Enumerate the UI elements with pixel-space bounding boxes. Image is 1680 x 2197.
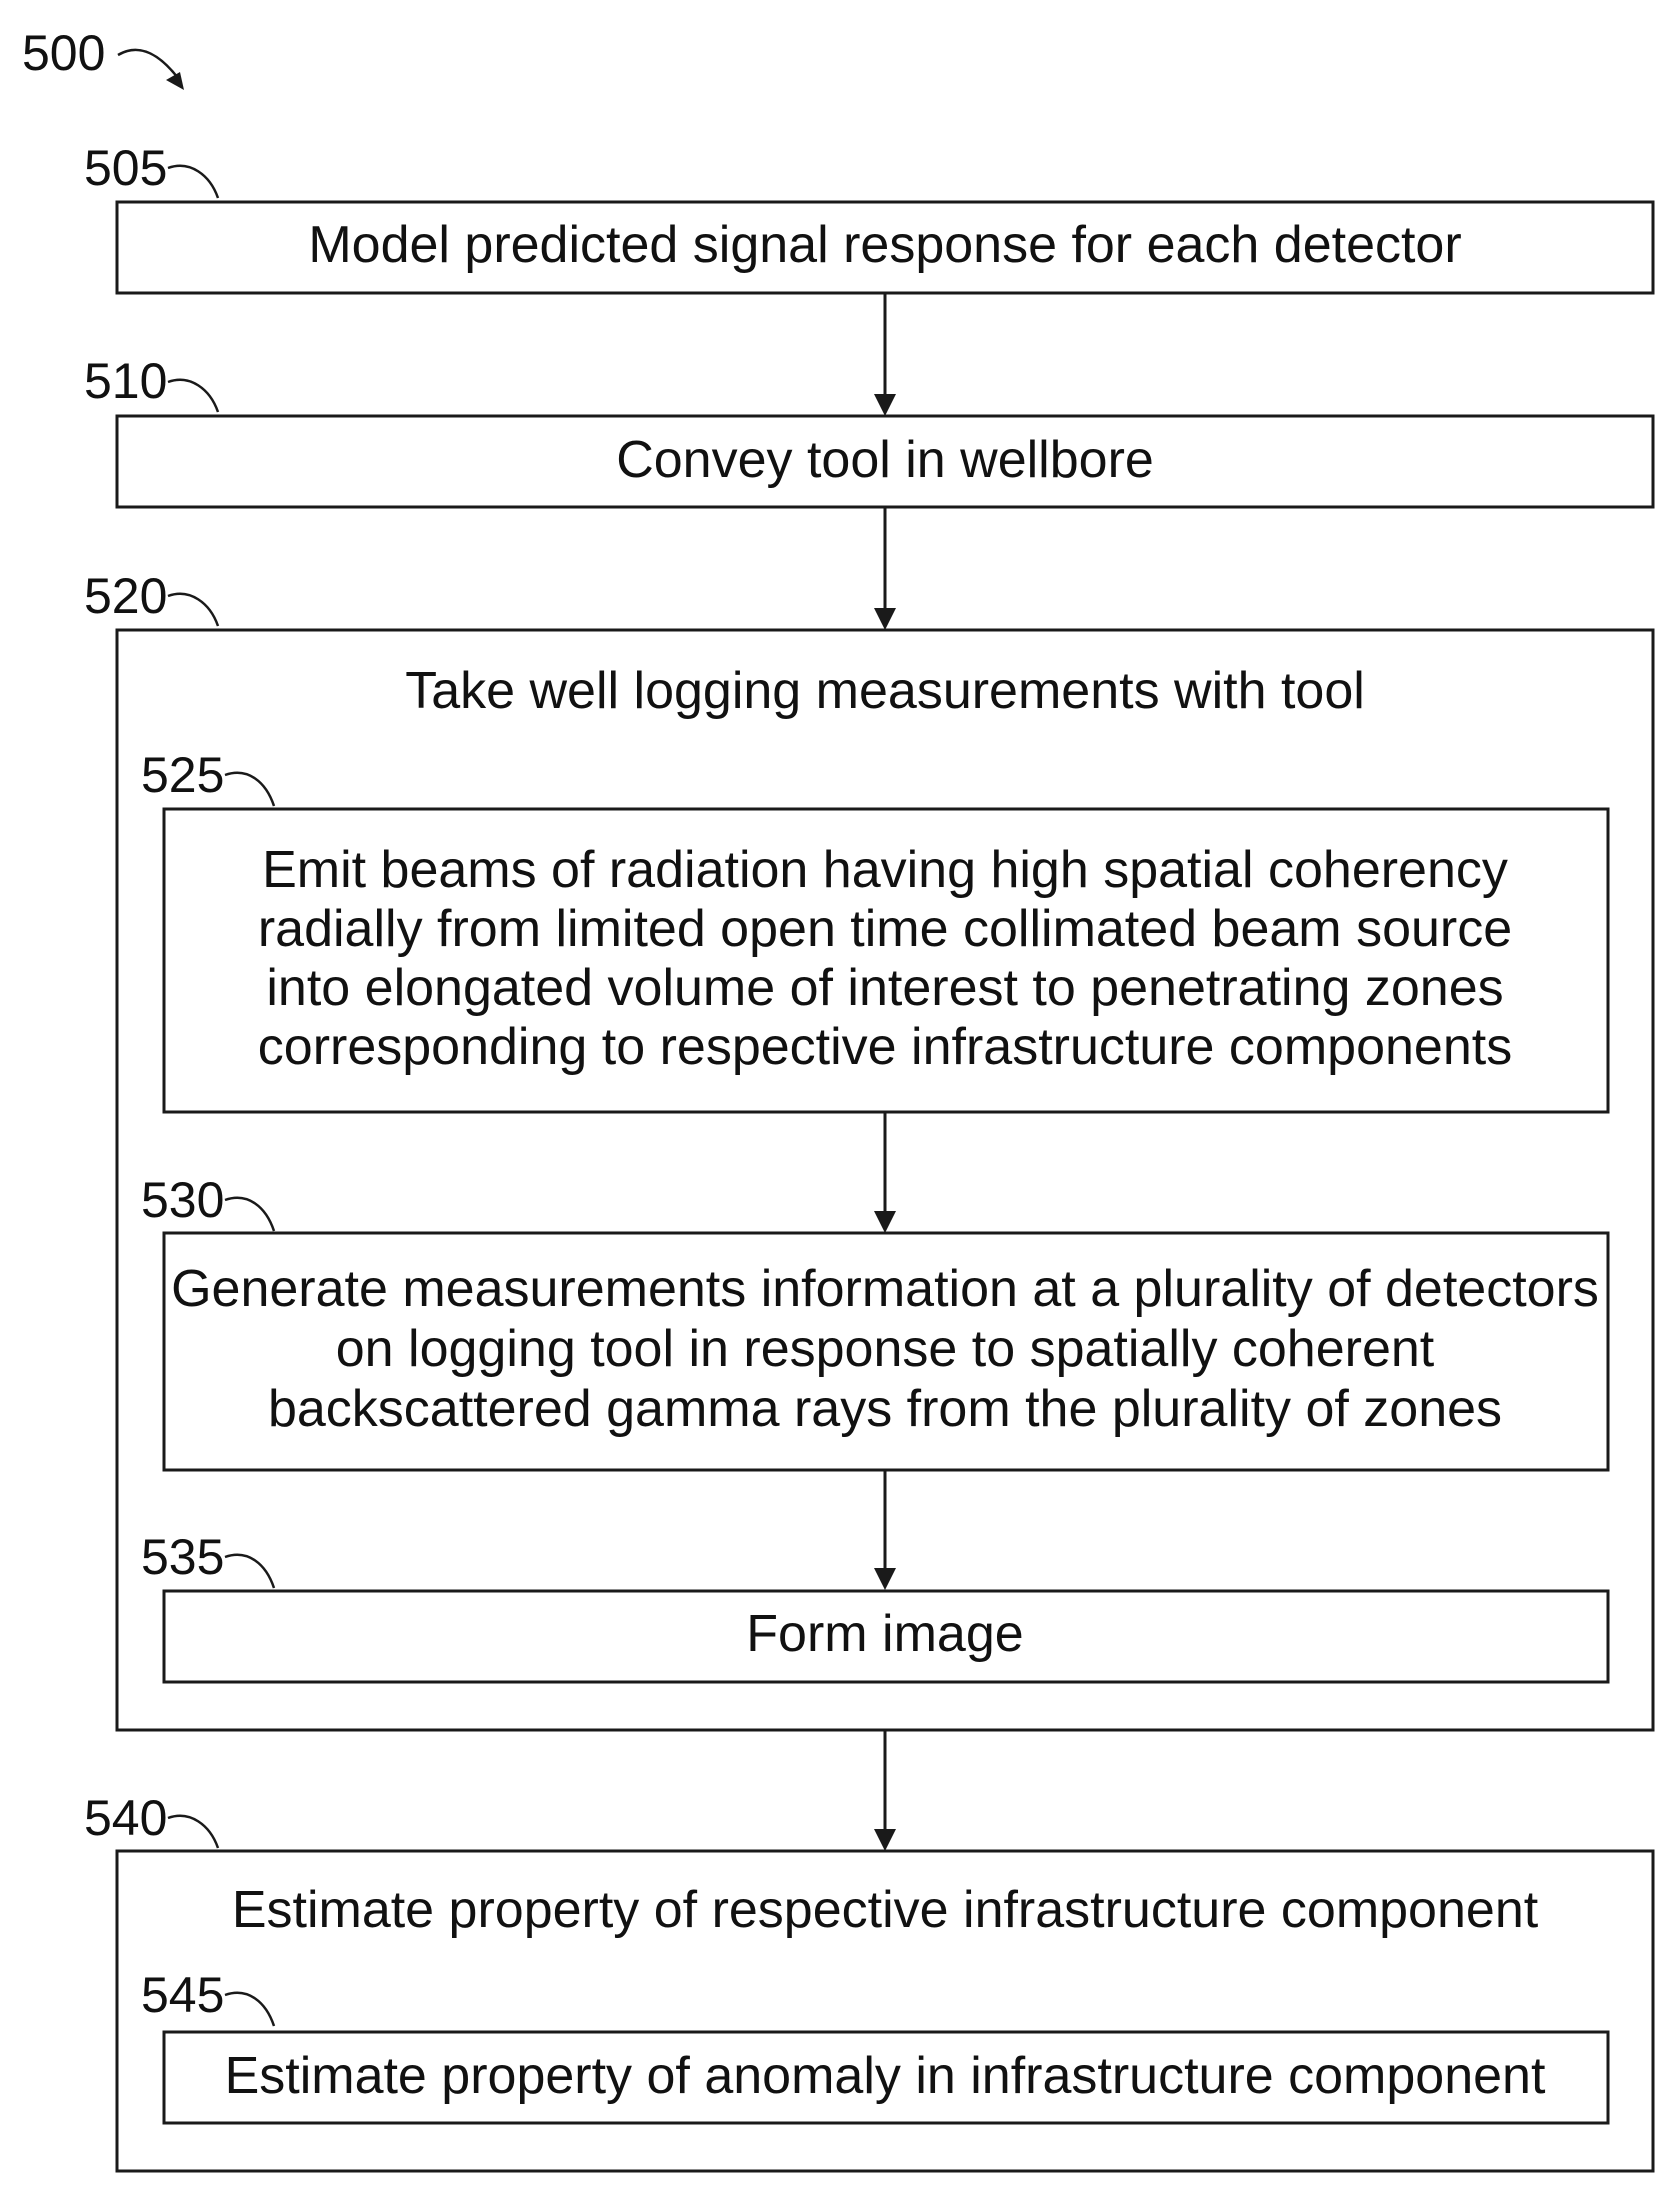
figure-ref-500: 500 [22,25,105,81]
step-545-text: Estimate property of anomaly in infrastr… [225,2047,1546,2105]
step-535-leader [224,1553,276,1589]
figure-ref-arrow [117,48,179,79]
step-530-line-1: Generate measurements information at a p… [171,1260,1599,1318]
step-520-ref: 520 [84,568,167,624]
step-545-box [162,2030,1610,2125]
arrowhead-510-520 [874,608,896,630]
arrowhead-525-530 [874,1211,896,1233]
arrowhead-530-535 [874,1568,896,1590]
step-520-leader [167,592,220,627]
step-545-ref: 545 [141,1967,224,2023]
step-525-box [162,807,1610,1114]
step-510-ref: 510 [84,353,167,409]
step-530-line-3: backscattered gamma rays from the plural… [268,1380,1502,1438]
step-510-leader [167,378,220,413]
step-525-line-2: radially from limited open time collimat… [258,900,1512,958]
step-505-leader [167,164,220,199]
step-530-box [162,1231,1610,1472]
step-520-text: Take well logging measurements with tool [405,662,1365,720]
step-535-text: Form image [746,1605,1023,1663]
step-535-ref: 535 [141,1529,224,1585]
step-535-box [162,1589,1610,1684]
step-530-leader [224,1196,276,1232]
step-545-leader [224,1991,276,2027]
step-505-text: Model predicted signal response for each… [308,216,1461,274]
step-540-ref: 540 [84,1790,167,1846]
arrowhead-520-540 [874,1829,896,1851]
step-525-line-4: corresponding to respective infrastructu… [258,1018,1512,1076]
step-540-text: Estimate property of respective infrastr… [232,1881,1539,1939]
step-510-box [115,414,1655,509]
step-505-ref: 505 [84,140,167,196]
step-525-line-1: Emit beams of radiation having high spat… [262,841,1508,899]
step-525-leader [224,771,276,807]
figure-ref-arrowhead [166,72,184,90]
step-525-ref: 525 [141,747,224,803]
step-525-line-3: into elongated volume of interest to pen… [266,959,1503,1017]
arrowhead-505-510 [874,394,896,416]
step-540-leader [167,1814,220,1849]
step-510-text: Convey tool in wellbore [616,431,1154,489]
step-530-line-2: on logging tool in response to spatially… [336,1320,1435,1378]
step-530-ref: 530 [141,1172,224,1228]
